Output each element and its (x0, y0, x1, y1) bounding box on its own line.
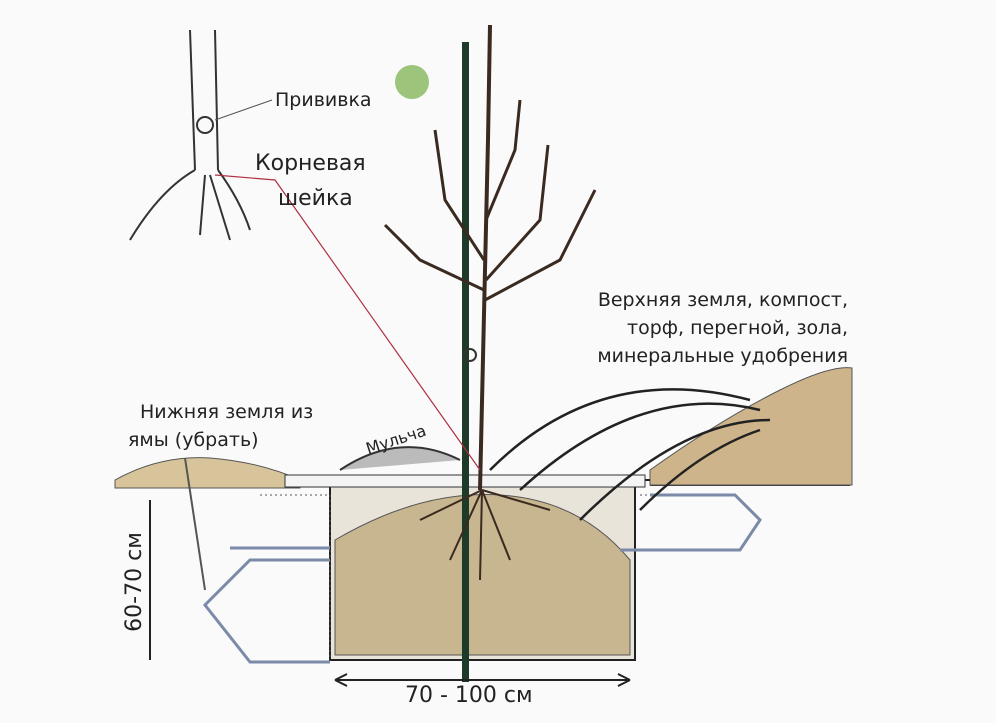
width-dimension (334, 673, 631, 687)
top-soil-pile (649, 367, 853, 486)
label-bottom-soil-2: ямы (убрать) (128, 429, 259, 451)
tree-roots (419, 489, 551, 581)
label-root-collar-1: Корневая (255, 151, 366, 176)
label-top-soil-1: Верхняя земля, компост, (597, 289, 848, 311)
pit-boundary-left (202, 546, 330, 664)
bottom-soil-pile (114, 457, 301, 489)
root-collar-pointer (214, 174, 481, 471)
mulch (339, 446, 461, 471)
fill-arrows (489, 388, 771, 521)
graft-detail-union (196, 116, 214, 134)
pit-boundary-right (620, 493, 762, 552)
bottom-soil-pointer (184, 457, 206, 591)
graft-pointer (214, 99, 273, 121)
tree-trunk (478, 24, 492, 491)
label-width: 70 - 100 см (405, 683, 533, 708)
label-root-collar-2: шейка (278, 186, 353, 211)
label-top-soil-3: минеральные удобрения (597, 345, 848, 367)
label-graft: Прививка (275, 89, 372, 111)
label-depth: 60-70 см (121, 532, 147, 632)
tree-tie (463, 348, 477, 362)
label-bottom-soil-1: Нижняя земля из (140, 401, 314, 423)
tree-branches (383, 99, 597, 302)
graft-detail-trunk (129, 29, 251, 241)
label-top-soil-2: торф, перегной, зола, (627, 317, 848, 339)
site-logo (395, 65, 429, 99)
support-stake (462, 42, 469, 682)
